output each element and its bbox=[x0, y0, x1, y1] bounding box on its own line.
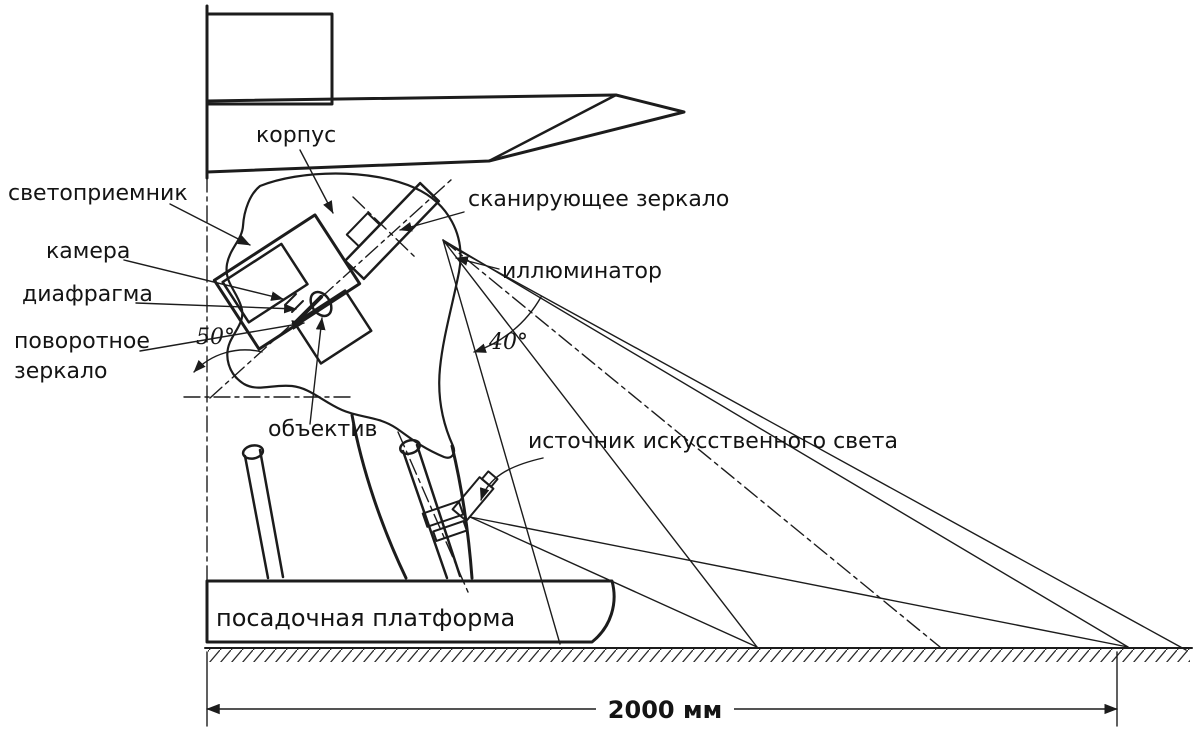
istochnik-leader bbox=[479, 457, 544, 501]
leader-lines bbox=[123, 149, 544, 501]
support-leg bbox=[241, 444, 285, 580]
label-diafragma: диафрагма bbox=[22, 282, 153, 307]
support-neck bbox=[350, 413, 474, 580]
dimension-label-bg bbox=[596, 695, 734, 722]
angle-arc-50 bbox=[193, 349, 263, 373]
diafragma-leader bbox=[135, 302, 297, 314]
labels: корпус светоприемник камера диафрагма по… bbox=[8, 123, 898, 632]
label-povorotnoe-line1: поворотное bbox=[14, 329, 150, 354]
angle-arc-40 bbox=[473, 296, 542, 353]
scanning-mirror-bar bbox=[343, 181, 441, 281]
light-receiver-box bbox=[221, 242, 309, 324]
lamp-clamp bbox=[421, 500, 465, 528]
kamera-leader bbox=[123, 259, 284, 301]
povorotnoe-leader bbox=[139, 320, 305, 352]
light-source-assembly bbox=[397, 431, 499, 593]
label-obektiv: объектив bbox=[268, 417, 377, 442]
top-box bbox=[205, 12, 334, 106]
scanning-mirror-assembly bbox=[343, 181, 441, 281]
ground bbox=[204, 647, 1193, 662]
ground-hatch bbox=[208, 649, 1190, 662]
svetopriemnik-leader bbox=[169, 203, 251, 246]
body-profile bbox=[205, 93, 686, 174]
label-istochnik-sveta: источник искусственного света bbox=[528, 429, 898, 454]
light-rays bbox=[442, 239, 1187, 651]
label-skaniruyushchee-zerkalo: сканирующее зеркало bbox=[468, 187, 729, 212]
label-illyuminator: иллюминатор bbox=[502, 259, 662, 284]
dimension-annotation: 2000 мм bbox=[206, 651, 1118, 727]
mirror-cross-axis bbox=[352, 196, 418, 260]
camera-axis-line bbox=[209, 178, 453, 399]
camera-outer-box bbox=[212, 213, 362, 351]
skaniruyushchee-leader bbox=[399, 211, 465, 232]
dimension-label: 2000 мм bbox=[608, 696, 722, 724]
mirror-mount bbox=[345, 212, 381, 248]
objective-lens bbox=[309, 290, 333, 318]
camera-assembly bbox=[212, 213, 373, 365]
angle-label-40: 40° bbox=[488, 330, 528, 355]
label-povorotnoe-line2: зеркало bbox=[14, 359, 108, 384]
label-korpus: корпус bbox=[256, 123, 336, 148]
label-posadochnaya-platforma: посадочная платформа bbox=[216, 604, 515, 632]
centerlines bbox=[183, 175, 453, 581]
rotating-mirror bbox=[295, 295, 323, 323]
angle-annotations: 50° 40° bbox=[193, 296, 542, 373]
illyuminator-leader bbox=[455, 256, 500, 270]
label-svetopriemnik: светоприемник bbox=[8, 181, 188, 206]
landing-platform bbox=[205, 579, 616, 644]
scan-axis-ray bbox=[442, 239, 941, 648]
label-kamera: камера bbox=[46, 239, 130, 264]
lamp-body bbox=[451, 470, 499, 522]
lander-body bbox=[205, 4, 686, 180]
korpus-leader bbox=[299, 149, 334, 214]
lens-barrel bbox=[293, 289, 373, 365]
diaphragm-mark bbox=[284, 293, 297, 306]
obektiv-leader bbox=[309, 317, 326, 425]
